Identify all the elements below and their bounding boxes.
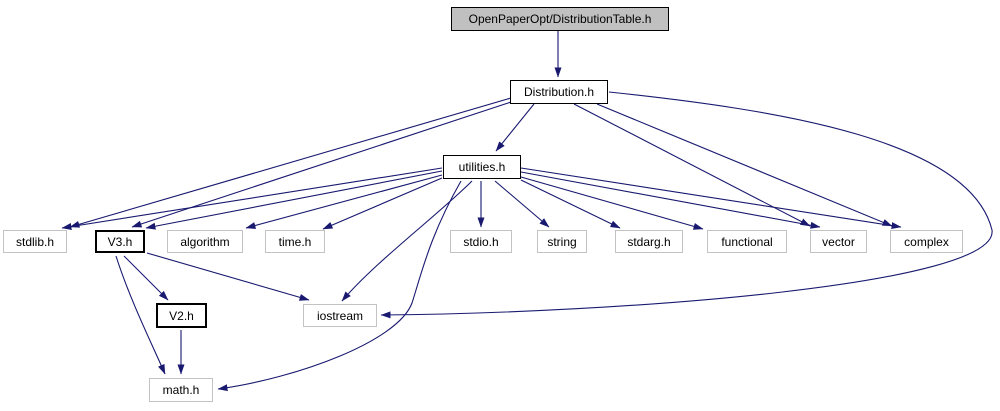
graph-node-label: iostream [316, 308, 363, 323]
graph-node-label: stdarg.h [627, 234, 671, 249]
edge-v3-iostream [146, 252, 310, 301]
edge-utilities-iostream [341, 180, 473, 302]
graph-node-label: algorithm [180, 234, 230, 249]
graph-node-label: OpenPaperOpt/DistributionTable.h [468, 12, 652, 26]
graph-node-math: math.h [149, 378, 213, 402]
graph-node-label: complex [904, 234, 949, 249]
graph-node-stdio: stdio.h [450, 230, 512, 253]
graph-node-utilities[interactable]: utilities.h [443, 155, 521, 179]
graph-node-label: stdio.h [463, 234, 499, 249]
graph-node-algorithm: algorithm [167, 230, 243, 253]
graph-node-label: Distribution.h [523, 85, 595, 99]
edge-utilities-v3 [145, 170, 443, 230]
graph-node-v3[interactable]: V3.h [95, 230, 145, 253]
edge-utilities-vector [520, 171, 821, 229]
graph-node-complex: complex [890, 230, 963, 253]
graph-node-v2[interactable]: V2.h [156, 303, 207, 328]
edge-utilities-complex [520, 167, 902, 230]
graph-node-label: V2.h [169, 308, 194, 323]
edge-distribution-iostream [380, 91, 993, 319]
edge-utilities-time [322, 177, 443, 230]
graph-node-label: utilities.h [458, 160, 506, 174]
edge-utilities-string [494, 180, 550, 228]
graph-node-stdarg: stdarg.h [615, 230, 683, 253]
graph-node-stdlib: stdlib.h [3, 230, 67, 253]
graph-node-label: time.h [278, 234, 312, 249]
graph-node-label: math.h [162, 383, 200, 397]
graph-node-time: time.h [265, 230, 325, 253]
edge-v3-v2 [123, 255, 169, 301]
edge-v3-math [115, 255, 166, 375]
graph-node-label: stdlib.h [15, 234, 55, 249]
edge-distribution-utilities [495, 103, 535, 152]
graph-node-label: string [547, 234, 577, 249]
graph-node-vector: vector [810, 230, 867, 253]
edge-utilities-functional [520, 176, 704, 230]
graph-node-functional: functional [707, 230, 787, 253]
edge-distribution-v3 [131, 101, 512, 228]
graph-node-label: V3.h [107, 234, 133, 249]
graph-node-root: OpenPaperOpt/DistributionTable.h [451, 7, 669, 31]
edge-distribution-complex [596, 103, 893, 227]
edge-utilities-stdarg [520, 179, 621, 229]
edge-utilities-algorithm [245, 174, 443, 229]
graph-node-distribution[interactable]: Distribution.h [510, 80, 608, 104]
graph-node-iostream: iostream [303, 304, 377, 327]
graph-node-string: string [537, 230, 587, 253]
edge-distribution-stdlib [69, 97, 512, 228]
graph-node-label: vector [822, 234, 855, 249]
edge-utilities-math [217, 180, 462, 392]
graph-node-label: functional [721, 234, 773, 249]
edge-utilities-stdlib [61, 167, 443, 230]
edge-distribution-vector [573, 103, 811, 227]
